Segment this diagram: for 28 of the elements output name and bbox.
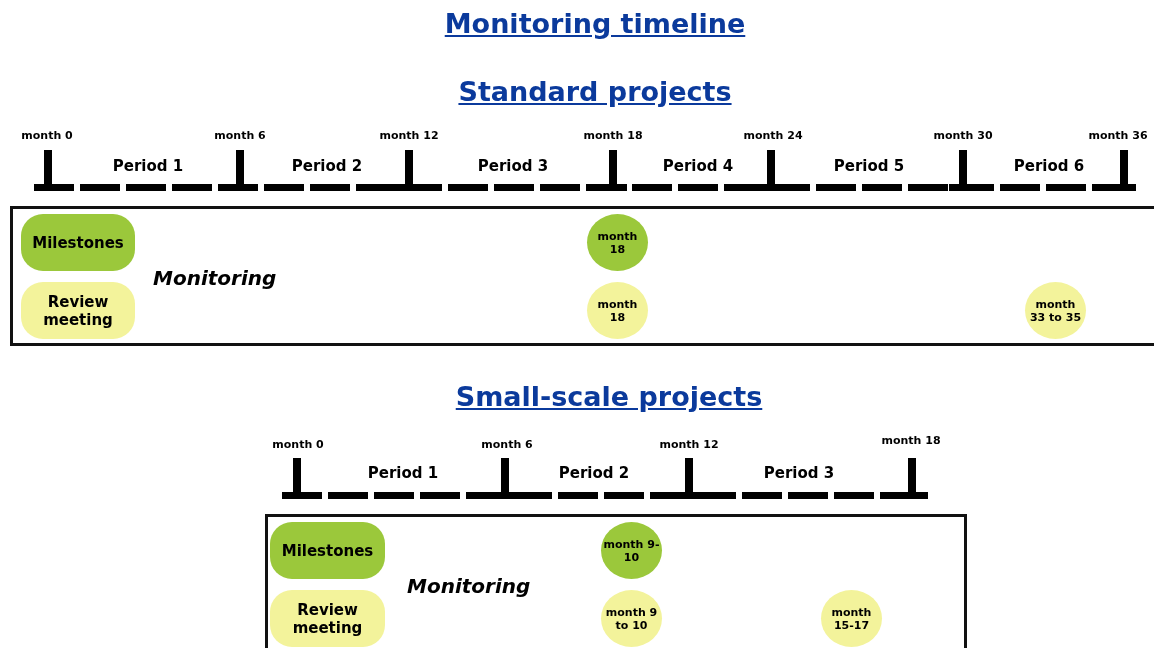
diagram-title: Monitoring timeline	[444, 8, 746, 39]
review-pill: Review meeting	[21, 282, 135, 339]
month-label: month 0	[272, 437, 324, 451]
milestone-pill: Milestones	[270, 522, 385, 579]
panel-heading: Monitoring	[153, 266, 277, 290]
review-marker: month 15-17	[821, 590, 882, 647]
month-label: month 6	[214, 128, 266, 142]
month-label: month 30	[933, 128, 993, 142]
monitoring-panel	[10, 206, 1154, 346]
milestone-marker: month 9-10	[601, 522, 662, 579]
month-label: month 6	[481, 437, 533, 451]
review-marker: month 33 to 35	[1025, 282, 1086, 339]
milestone-marker: month 18	[587, 214, 648, 271]
month-label: month 0	[21, 128, 73, 142]
review-marker: month 9 to 10	[601, 590, 662, 647]
month-label: month 18	[583, 128, 643, 142]
panel-heading: Monitoring	[407, 574, 531, 598]
milestone-pill: Milestones	[21, 214, 135, 271]
review-marker: month 18	[587, 282, 648, 339]
month-label: month 36	[1088, 128, 1148, 142]
section-heading: Small-scale projects	[455, 381, 763, 412]
month-label: month 24	[743, 128, 803, 142]
month-label: month 12	[379, 128, 439, 142]
month-label: month 12	[659, 437, 719, 451]
review-pill: Review meeting	[270, 590, 385, 647]
monitoring-panel	[265, 514, 967, 648]
section-heading: Standard projects	[458, 76, 732, 107]
month-label: month 18	[881, 433, 941, 447]
